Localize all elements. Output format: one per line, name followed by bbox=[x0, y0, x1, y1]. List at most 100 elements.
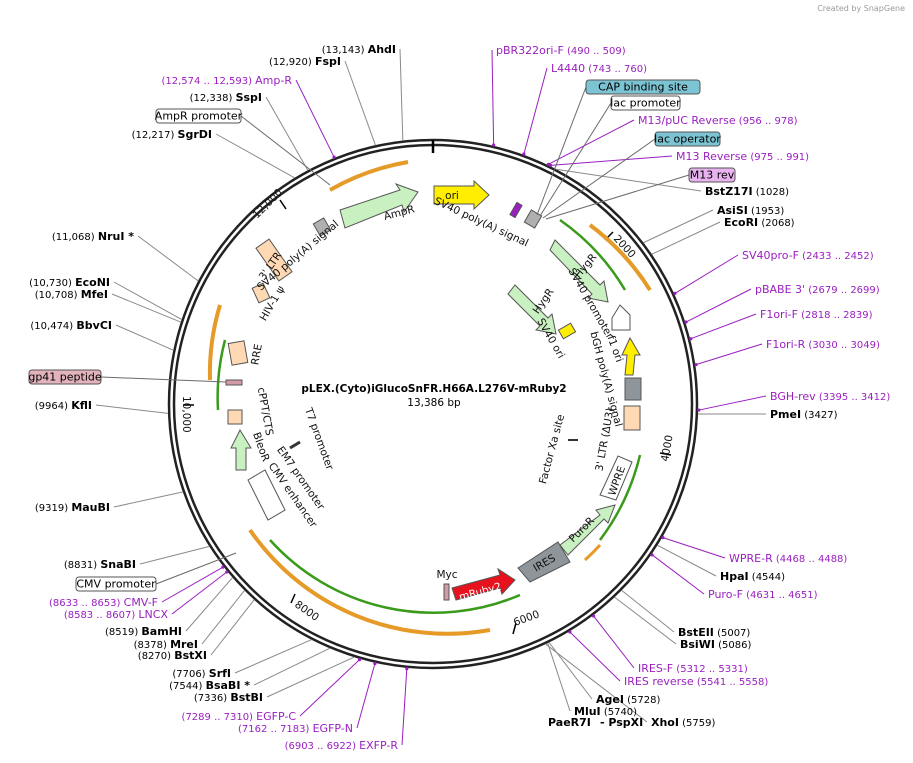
leader-line-nrui bbox=[137, 235, 199, 282]
boxed-label-gp41-peptide: gp41 peptide bbox=[28, 371, 102, 384]
enzyme-site-mfei: (10,708) MfeI bbox=[35, 288, 108, 301]
leader-line-cmv-promoter bbox=[155, 552, 237, 585]
ampr-arrow bbox=[339, 183, 419, 229]
leader-line-agei bbox=[548, 641, 593, 700]
leader-line-asisi bbox=[643, 209, 714, 244]
leader-line-sv40pro-f bbox=[674, 254, 739, 294]
primer-m13-reverse: M13 Reverse (975 .. 991) bbox=[676, 150, 809, 163]
enzyme-site-maubi: (9319) MauBI bbox=[35, 501, 110, 514]
enzyme-site-bbvci: (10,474) BbvCI bbox=[30, 319, 112, 332]
cppt-box bbox=[227, 409, 243, 425]
enzyme-site-econi: (10,730) EcoNI bbox=[29, 276, 110, 289]
primer-site-mark-exfp-r bbox=[405, 667, 409, 671]
leader-line-lac-promoter bbox=[539, 102, 612, 217]
enzyme-site-asisi: AsiSI (1953) bbox=[717, 204, 784, 217]
leader-line-bstz17i bbox=[555, 168, 702, 192]
leader-line-m13-rev bbox=[545, 174, 690, 220]
primer-site-mark-lncx bbox=[225, 570, 229, 574]
boxed-label-cmv-promoter: CMV promoter bbox=[76, 578, 156, 591]
leader-line-ires-f bbox=[593, 615, 635, 669]
leader-line-cap-binding-site bbox=[536, 86, 587, 216]
tick-label-6000: 6000 bbox=[512, 608, 541, 628]
leader-line-pbr322ori-f bbox=[491, 49, 495, 146]
leader-lines bbox=[95, 48, 767, 746]
primer-pbabe-3: pBABE 3' (2679 .. 2699) bbox=[755, 283, 880, 296]
enzyme-site-kfli: (9964) KflI bbox=[35, 399, 92, 412]
label-box-m13-rev bbox=[688, 167, 736, 183]
hygr-arrow-outer bbox=[549, 239, 609, 303]
label-box-ampr-promoter bbox=[155, 108, 242, 124]
leader-line-bsteii bbox=[621, 589, 675, 633]
leader-line-kfli bbox=[95, 404, 169, 414]
leader-line-ecori bbox=[651, 221, 721, 255]
f1-ori-arrow bbox=[621, 336, 641, 376]
ires-box bbox=[517, 541, 571, 583]
leader-line-m13-puc-reverse bbox=[548, 119, 635, 165]
primer-site-mark-f1ori-f bbox=[689, 337, 693, 341]
leader-line-gp41-peptide bbox=[100, 376, 227, 383]
orf-hygr-arc bbox=[588, 223, 652, 292]
feature-label-hygr-inner: HygR bbox=[531, 286, 557, 316]
enzyme-site-bsteii: BstEII (5007) bbox=[678, 626, 750, 639]
enzyme-site-hpai: HpaI (4544) bbox=[720, 570, 785, 583]
plasmid-size: 13,386 bp bbox=[407, 397, 461, 409]
plasmid-name: pLEX.(Cyto)iGlucoSnFR.H66A.L276V-mRuby2 bbox=[301, 383, 566, 395]
tick-marks: 2000 4000 6000 8000 10,000 12,000 bbox=[180, 187, 676, 635]
leader-line-lncx bbox=[171, 571, 228, 615]
primer-site-mark-ires-reverse bbox=[568, 630, 572, 634]
boxed-label-ampr-promoter: AmpR promoter bbox=[155, 110, 243, 123]
leader-line-bstbi bbox=[266, 656, 355, 698]
leader-line-m13-reverse bbox=[550, 155, 673, 166]
sv40-ori-box bbox=[557, 322, 577, 340]
primer-site-mark-ires-f bbox=[592, 614, 596, 618]
primer-lncx: (8583 .. 8607) LNCX bbox=[64, 608, 169, 621]
primer-site-mark-wpre-r bbox=[661, 536, 665, 540]
leader-line-ampr-promoter bbox=[240, 115, 331, 186]
sv40-promoter-box bbox=[611, 304, 631, 331]
3ltr-box bbox=[255, 238, 293, 282]
orf-hygr-inner bbox=[559, 218, 627, 291]
enzyme-site-snabi: (8831) SnaBI bbox=[64, 558, 136, 571]
label-box-gp41-peptide bbox=[28, 369, 102, 385]
mruby2-arrow bbox=[451, 567, 516, 601]
enzyme-site-srfi: (7706) SrfI bbox=[172, 667, 231, 680]
primer-site-mark-bgh-rev bbox=[697, 408, 701, 412]
leader-line-sgrdi bbox=[215, 133, 296, 179]
gp41-box bbox=[225, 379, 243, 386]
leader-line-l4440 bbox=[523, 67, 548, 155]
enzyme-site-bsiwi: BsiWI (5086) bbox=[680, 638, 751, 651]
leader-line-cmv-f bbox=[161, 566, 224, 603]
enzyme-site-bsabi: (7544) BsaBI * bbox=[169, 679, 250, 692]
myc-box bbox=[443, 583, 450, 601]
enzyme-site-xhoi: XhoI (5759) bbox=[651, 716, 715, 729]
primer-wpre-r: WPRE-R (4468 .. 4488) bbox=[729, 552, 847, 565]
leader-line-ires-reverse bbox=[569, 631, 621, 682]
enzyme-site-mlui: MluI (5740) bbox=[574, 705, 637, 718]
feature-label-3ltr-du3: 3' LTR (ΔU3) bbox=[594, 407, 617, 472]
primer-sv40pro-f: SV40pro-F (2433 .. 2452) bbox=[742, 249, 874, 262]
orf-left-arc bbox=[207, 304, 222, 381]
tick-8000 bbox=[290, 593, 296, 604]
primer-ires-reverse: IRES reverse (5541 .. 5558) bbox=[624, 675, 768, 688]
orf-right-inner bbox=[599, 454, 642, 541]
3ltr-du3-box bbox=[623, 405, 641, 431]
primer-site-mark-l4440 bbox=[522, 152, 526, 156]
primer-site-mark-pbabe-3 bbox=[684, 320, 688, 324]
leader-line-fspi bbox=[344, 60, 376, 146]
bgh-polya-box bbox=[624, 377, 642, 401]
tick-12000 bbox=[279, 199, 287, 210]
primer-bgh-rev: BGH-rev (3395 .. 3412) bbox=[770, 390, 890, 403]
leader-line-bbvci bbox=[115, 324, 174, 351]
leader-line-f1ori-r bbox=[695, 343, 763, 366]
label-box-cap-binding-site bbox=[585, 79, 701, 95]
primer-site-mark-egfp-c bbox=[357, 658, 362, 662]
hygr-arrow-inner bbox=[507, 284, 557, 335]
enzyme-site-pspxi: - PspXI bbox=[600, 716, 643, 729]
snapgene-credit: Created by SnapGene bbox=[817, 4, 905, 13]
leader-line-bsiwi bbox=[614, 596, 677, 645]
leader-line-maubi bbox=[113, 491, 184, 508]
primer-exfp-r: (6903 .. 6922) EXFP-R bbox=[285, 739, 399, 752]
primer-egfp-n: (7162 .. 7183) EGFP-N bbox=[238, 722, 353, 735]
rre-box bbox=[227, 340, 249, 366]
leader-line-bgh-rev bbox=[698, 395, 767, 411]
